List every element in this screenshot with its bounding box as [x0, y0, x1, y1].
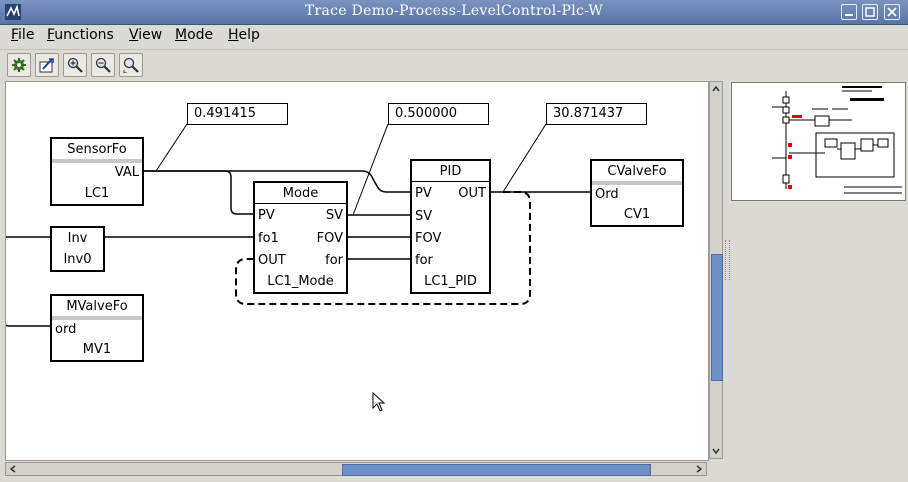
toolbar-button-zoom-reset[interactable] — [119, 53, 143, 77]
mouse-cursor-icon — [372, 392, 386, 412]
pin-out: OUT — [458, 186, 486, 201]
block-name-label: Inv0 — [63, 252, 92, 267]
connection-lines — [6, 123, 591, 327]
menu-functions[interactable]: Functions — [47, 27, 114, 43]
block-type-label: PID — [439, 164, 462, 179]
menu-functions-mnemonic: F — [47, 27, 55, 43]
pin-pv: PV — [415, 186, 432, 201]
block-type-label: SensorFo — [67, 142, 127, 157]
vertical-scrollbar[interactable] — [709, 81, 723, 459]
close-button[interactable] — [884, 4, 900, 20]
menu-file-mnemonic: F — [11, 27, 19, 43]
app-icon — [5, 4, 21, 20]
horizontal-scrollbar[interactable] — [5, 462, 707, 476]
block-name-label: LC1 — [84, 186, 110, 201]
menu-mode[interactable]: Mode — [175, 27, 213, 43]
minimize-icon — [845, 14, 853, 16]
pin-fo1: fo1 — [258, 231, 279, 246]
scroll-up-icon[interactable] — [710, 83, 722, 95]
toolbar-button-trace-object[interactable] — [35, 53, 59, 77]
pin-ord: ord — [55, 322, 77, 337]
gear-icon — [12, 58, 26, 72]
block-header-line — [412, 181, 489, 182]
block-name-label: CV1 — [623, 207, 651, 222]
menu-view-mnemonic: V — [129, 27, 139, 43]
trace-object-icon — [39, 58, 54, 73]
block-mvalvefo[interactable]: MValveFo ord MV1 — [50, 294, 144, 362]
block-sensorfo[interactable]: SensorFo VAL LC1 — [50, 137, 144, 206]
pin-val: VAL — [114, 165, 139, 180]
block-pid[interactable]: PID PV SV FOV for OUT LC1_PID — [410, 159, 491, 294]
maximize-icon — [865, 7, 875, 17]
pin-fov: FOV — [316, 231, 343, 246]
menu-mode-label: ode — [187, 27, 214, 43]
menu-bar: File Functions View Mode Help — [0, 24, 908, 48]
menu-view-label: iew — [138, 27, 163, 43]
block-type-label: MValveFo — [66, 299, 128, 314]
navigator-overview — [772, 86, 902, 194]
pin-pv: PV — [258, 208, 275, 223]
block-header-line — [255, 203, 346, 204]
menu-view[interactable]: View — [129, 27, 162, 43]
scroll-down-icon[interactable] — [710, 445, 722, 457]
pin-for: for — [415, 253, 433, 268]
block-type-label: CValveFo — [607, 164, 667, 179]
window-title: Trace Demo-Process-LevelControl-Plc-W — [304, 3, 604, 19]
block-separator — [592, 181, 682, 185]
menu-help-mnemonic: H — [228, 27, 239, 43]
menu-help-label: elp — [238, 27, 260, 43]
pin-for: for — [325, 253, 343, 268]
toolbar-button-zoom-out[interactable] — [91, 53, 115, 77]
block-separator — [52, 159, 142, 163]
block-type-label: Mode — [282, 186, 319, 201]
diagram-canvas[interactable]: 0.491415 0.500000 30.871437 SensorFo VAL… — [5, 81, 709, 461]
menu-functions-label: unctions — [54, 27, 114, 43]
close-icon — [887, 7, 897, 17]
pin-fov: FOV — [415, 231, 442, 246]
scroll-right-icon[interactable] — [693, 463, 705, 475]
zoom-reset-icon — [123, 57, 139, 73]
value-box-pid-out: 30.871437 — [546, 103, 647, 125]
horizontal-scroll-thumb[interactable] — [342, 464, 651, 476]
block-inv[interactable]: Inv Inv0 — [50, 226, 105, 272]
zoom-in-icon — [67, 57, 83, 73]
toolbar — [0, 49, 908, 80]
block-type-label: Inv — [67, 231, 88, 246]
toolbar-button-gear[interactable] — [7, 53, 31, 77]
pin-out: OUT — [258, 253, 286, 268]
block-cvalvefo[interactable]: CValveFo Ord CV1 — [590, 159, 684, 227]
block-separator — [52, 316, 142, 320]
toolbar-button-zoom-in[interactable] — [63, 53, 87, 77]
zoom-out-icon — [95, 57, 111, 73]
title-bar: Trace Demo-Process-LevelControl-Plc-W — [0, 0, 908, 25]
menu-file[interactable]: File — [11, 27, 34, 43]
value-box-sensor: 0.491415 — [187, 103, 288, 125]
value-box-mode-sv: 0.500000 — [388, 103, 489, 125]
vertical-scroll-thumb[interactable] — [711, 254, 723, 381]
block-name-label: LC1_PID — [424, 274, 477, 289]
menu-file-label: ile — [18, 27, 35, 43]
pin-sv: SV — [415, 209, 433, 224]
maximize-button[interactable] — [862, 4, 878, 20]
minimize-button[interactable] — [841, 4, 857, 20]
block-name-label: LC1_Mode — [267, 274, 334, 289]
navigator-panel[interactable] — [731, 82, 906, 201]
pin-ord: Ord — [595, 187, 619, 202]
menu-mode-mnemonic: M — [175, 27, 188, 43]
block-name-label: MV1 — [82, 342, 112, 357]
menu-help[interactable]: Help — [228, 27, 260, 43]
pin-sv: SV — [325, 208, 343, 223]
scroll-left-icon[interactable] — [7, 463, 19, 475]
block-mode[interactable]: Mode PV fo1 OUT SV FOV for LC1_Mode — [253, 181, 348, 294]
pane-resize-handle[interactable] — [725, 240, 730, 280]
